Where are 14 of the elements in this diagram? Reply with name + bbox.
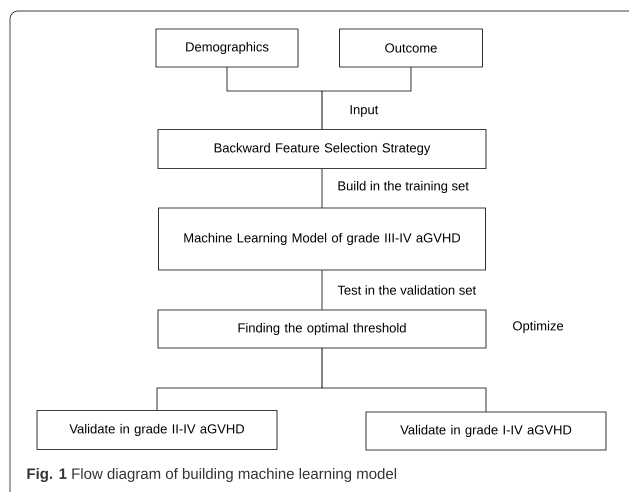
edge-label: Build in the training set: [336, 180, 470, 194]
process-box: Validate in grade II-IV aGVHD: [36, 410, 278, 450]
process-box: Backward Feature Selection Strategy: [158, 129, 486, 169]
step-note: Optimize: [513, 320, 564, 334]
process-box: Finding the optimal threshold: [158, 310, 486, 348]
edge-label: Input: [348, 104, 380, 118]
edge-label: Test in the validation set: [336, 284, 478, 296]
process-box: Machine Learning Model of grade III-IV aGVHD: [158, 208, 486, 270]
connector-line: [322, 348, 486, 412]
process-box: Outcome: [339, 28, 483, 68]
connector-line: [322, 67, 412, 130]
process-box: Validate in grade I-IV aGVHD: [366, 412, 606, 450]
process-box: Demographics: [156, 28, 298, 68]
caption: Fig. 1 Flow diagram of building machine learning model: [27, 468, 396, 482]
